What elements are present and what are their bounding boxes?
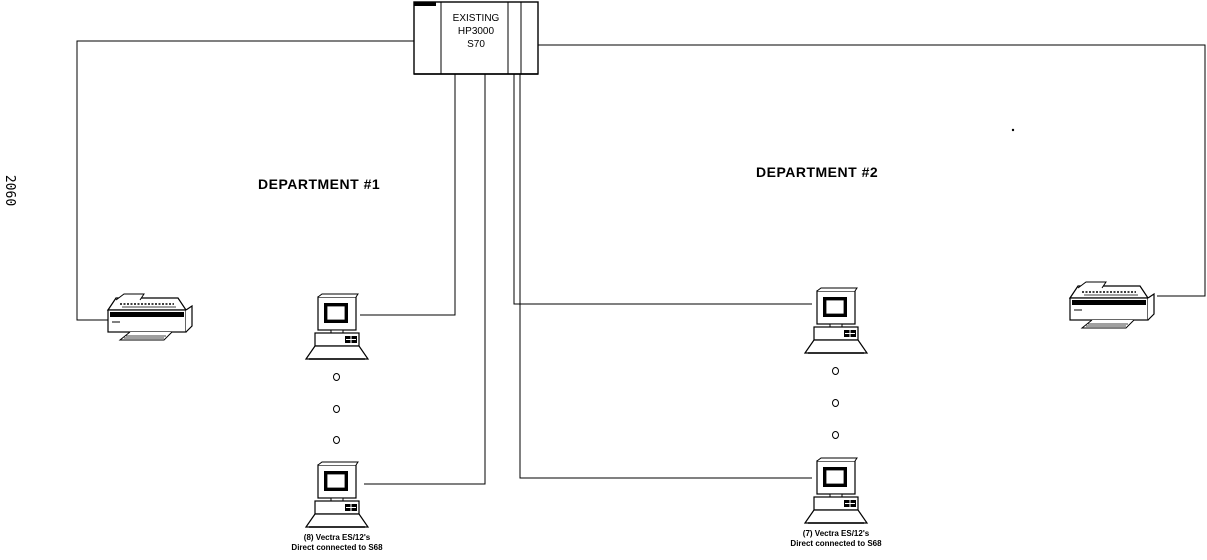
connection-lines bbox=[76, 40, 1206, 485]
link-host-printer-2 bbox=[538, 44, 1206, 297]
caption-line2: Direct connected to S68 bbox=[291, 543, 383, 552]
side-number: 2060 bbox=[2, 174, 18, 207]
desktop-computer-icon bbox=[804, 457, 868, 524]
desktop-computer-icon bbox=[305, 293, 369, 360]
caption-line1: (8) Vectra ES/12's bbox=[303, 533, 371, 542]
ellipsis-dot bbox=[832, 431, 839, 439]
ellipsis-dot bbox=[333, 405, 340, 413]
host-label: EXISTING HP3000 S70 bbox=[436, 12, 516, 51]
department-1-caption: (8) Vectra ES/12's Direct connected to S… bbox=[257, 533, 417, 553]
link-host-pc-2a bbox=[513, 74, 812, 305]
host-label-line1: EXISTING bbox=[452, 13, 500, 24]
ellipsis-dot bbox=[832, 367, 839, 375]
link-host-printer-1 bbox=[76, 40, 418, 321]
ellipsis-dot bbox=[333, 436, 340, 444]
department-2-caption: (7) Vectra ES/12's Direct connected to S… bbox=[756, 529, 916, 549]
link-host-pc-1a bbox=[360, 74, 456, 316]
link-host-pc-2b bbox=[519, 74, 812, 479]
host-label-line3: S70 bbox=[467, 39, 485, 50]
department-1-label: DEPARTMENT #1 bbox=[258, 176, 381, 192]
department-2-label: DEPARTMENT #2 bbox=[756, 164, 879, 180]
caption-line2: Direct connected to S68 bbox=[790, 539, 882, 548]
link-host-pc-1b bbox=[364, 74, 486, 485]
caption-line1: (7) Vectra ES/12's bbox=[802, 529, 870, 538]
stray-mark bbox=[1011, 128, 1015, 132]
printer-icon bbox=[107, 293, 193, 341]
server-cabinet-icon bbox=[413, 1, 539, 75]
desktop-computer-icon bbox=[804, 287, 868, 354]
ellipsis-dot bbox=[832, 399, 839, 407]
host-label-line2: HP3000 bbox=[457, 26, 495, 37]
desktop-computer-icon bbox=[305, 461, 369, 528]
ellipsis-dot bbox=[333, 373, 340, 381]
printer-icon bbox=[1069, 281, 1155, 329]
